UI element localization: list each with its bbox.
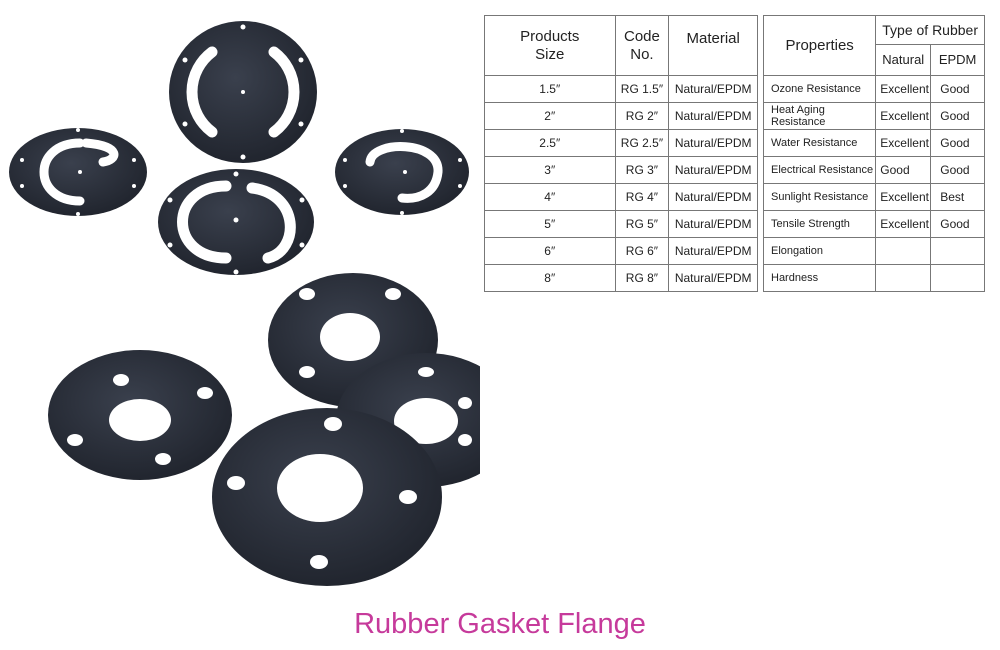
- products-table-row: 2.5″RG 2.5″Natural/EPDM: [484, 129, 758, 157]
- size-cell: 2.5″: [484, 129, 616, 157]
- epdm-cell: Best: [930, 183, 985, 211]
- products-table-row: 1.5″RG 1.5″Natural/EPDM: [484, 75, 758, 103]
- material-cell: Natural/EPDM: [668, 183, 758, 211]
- property-cell: Hardness: [762, 264, 877, 292]
- code-cell: RG 8″: [614, 264, 670, 292]
- code-cell: RG 3″: [614, 156, 670, 184]
- properties-table-header-row: Properties Type of Rubber: [762, 15, 985, 76]
- products-table-row: 8″RG 8″Natural/EPDM: [484, 264, 758, 292]
- products-table-row: 2″RG 2″Natural/EPDM: [484, 102, 758, 130]
- products-table-row: 5″RG 5″Natural/EPDM: [484, 210, 758, 238]
- products-table: Products Size Code No. Material 1.5″RG 1…: [484, 15, 758, 292]
- code-cell: RG 1.5″: [614, 75, 670, 103]
- material-cell: Natural/EPDM: [668, 129, 758, 157]
- properties-table-subheader-row: Natural EPDM: [764, 44, 985, 76]
- code-cell: RG 5″: [614, 210, 670, 238]
- header-products-size: Products Size: [484, 15, 616, 76]
- size-cell: 5″: [484, 210, 616, 238]
- size-cell: 8″: [484, 264, 616, 292]
- property-cell: Water Resistance: [762, 129, 877, 157]
- products-table-row: 4″RG 4″Natural/EPDM: [484, 183, 758, 211]
- page-title: Rubber Gasket Flange: [354, 608, 646, 640]
- properties-table-row: Elongation: [762, 237, 985, 265]
- epdm-cell: Good: [930, 156, 985, 184]
- slotted-gasket-left: [9, 128, 147, 216]
- size-cell: 2″: [484, 102, 616, 130]
- natural-cell: Excellent: [875, 210, 932, 238]
- material-cell: Natural/EPDM: [668, 237, 758, 265]
- products-table-row: 6″RG 6″Natural/EPDM: [484, 237, 758, 265]
- code-cell: RG 6″: [614, 237, 670, 265]
- slotted-gasket-top: [169, 21, 317, 163]
- epdm-cell: Good: [930, 210, 985, 238]
- slotted-gasket-middle: [158, 169, 314, 275]
- size-cell: 1.5″: [484, 75, 616, 103]
- epdm-cell: Good: [930, 129, 985, 157]
- material-cell: Natural/EPDM: [668, 210, 758, 238]
- property-cell: Ozone Resistance: [762, 75, 877, 103]
- material-cell: Natural/EPDM: [668, 102, 758, 130]
- property-cell: Elongation: [762, 237, 877, 265]
- size-cell: 4″: [484, 183, 616, 211]
- header-epdm: EPDM: [930, 44, 985, 76]
- natural-cell: Excellent: [875, 183, 932, 211]
- properties-table: Properties Type of Rubber Natural EPDM O…: [762, 15, 985, 292]
- material-cell: Natural/EPDM: [668, 264, 758, 292]
- property-cell: Heat Aging Resistance: [762, 102, 877, 130]
- natural-cell: [875, 237, 932, 265]
- header-code-no: Code No.: [614, 15, 670, 76]
- epdm-cell: Good: [930, 75, 985, 103]
- natural-cell: Excellent: [875, 75, 932, 103]
- natural-cell: Good: [875, 156, 932, 184]
- properties-table-row: Hardness: [762, 264, 985, 292]
- epdm-cell: [930, 264, 985, 292]
- property-cell: Electrical Resistance: [762, 156, 877, 184]
- header-natural: Natural: [875, 44, 932, 76]
- products-table-row: 3″RG 3″Natural/EPDM: [484, 156, 758, 184]
- epdm-cell: Good: [930, 102, 985, 130]
- property-cell: Tensile Strength: [762, 210, 877, 238]
- material-cell: Natural/EPDM: [668, 156, 758, 184]
- epdm-cell: [930, 237, 985, 265]
- products-table-header-row: Products Size Code No. Material: [484, 15, 758, 76]
- slotted-gasket-right: [335, 129, 469, 215]
- code-cell: RG 4″: [614, 183, 670, 211]
- header-properties: Properties: [762, 15, 877, 76]
- natural-cell: [875, 264, 932, 292]
- gasket-product-illustration: [9, 21, 480, 586]
- code-cell: RG 2″: [614, 102, 670, 130]
- property-cell: Sunlight Resistance: [762, 183, 877, 211]
- material-cell: Natural/EPDM: [668, 75, 758, 103]
- natural-cell: Excellent: [875, 102, 932, 130]
- size-cell: 6″: [484, 237, 616, 265]
- natural-cell: Excellent: [875, 129, 932, 157]
- header-material: Material: [668, 15, 758, 76]
- code-cell: RG 2.5″: [614, 129, 670, 157]
- flange-gasket-bottom: [212, 408, 442, 586]
- size-cell: 3″: [484, 156, 616, 184]
- flange-gasket-left: [48, 350, 232, 480]
- header-type-of-rubber: Type of Rubber: [875, 15, 985, 45]
